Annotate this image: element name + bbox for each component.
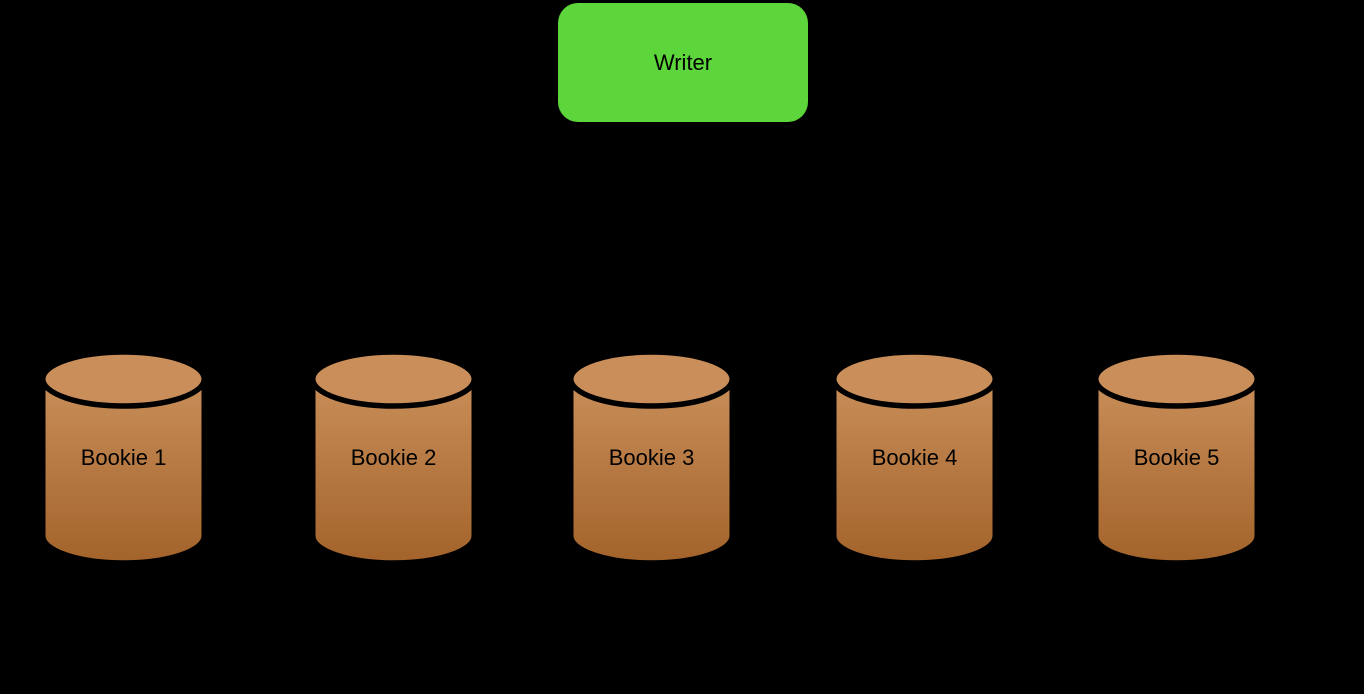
cylinder-top	[568, 349, 735, 409]
bookie-label: Bookie 2	[350, 445, 437, 470]
cylinder-icon	[831, 349, 998, 566]
cylinder-body	[568, 376, 735, 566]
bookie-node-5: Bookie 5	[1093, 349, 1260, 567]
cylinder-top	[831, 349, 998, 409]
bookie-node-1: Bookie 1	[40, 349, 207, 567]
bookie-node-3: Bookie 3	[568, 349, 735, 567]
cylinder-body	[40, 376, 207, 566]
cylinder-body	[831, 376, 998, 566]
bookie-label: Bookie 4	[871, 445, 958, 470]
cylinder-icon	[40, 349, 207, 566]
cylinder-icon	[568, 349, 735, 566]
writer-node: Writer	[558, 3, 808, 122]
cylinder-icon	[310, 349, 477, 566]
cylinder-icon	[1093, 349, 1260, 566]
writer-label: Writer	[653, 49, 713, 75]
cylinder-top	[40, 349, 207, 409]
bookie-label: Bookie 3	[608, 445, 695, 470]
cylinder-top	[310, 349, 477, 409]
cylinder-body	[1093, 376, 1260, 566]
bookie-label: Bookie 5	[1133, 445, 1220, 470]
cylinder-top	[1093, 349, 1260, 409]
bookie-node-4: Bookie 4	[831, 349, 998, 567]
cylinder-body	[310, 376, 477, 566]
bookie-node-2: Bookie 2	[310, 349, 477, 567]
bookie-label: Bookie 1	[80, 445, 167, 470]
